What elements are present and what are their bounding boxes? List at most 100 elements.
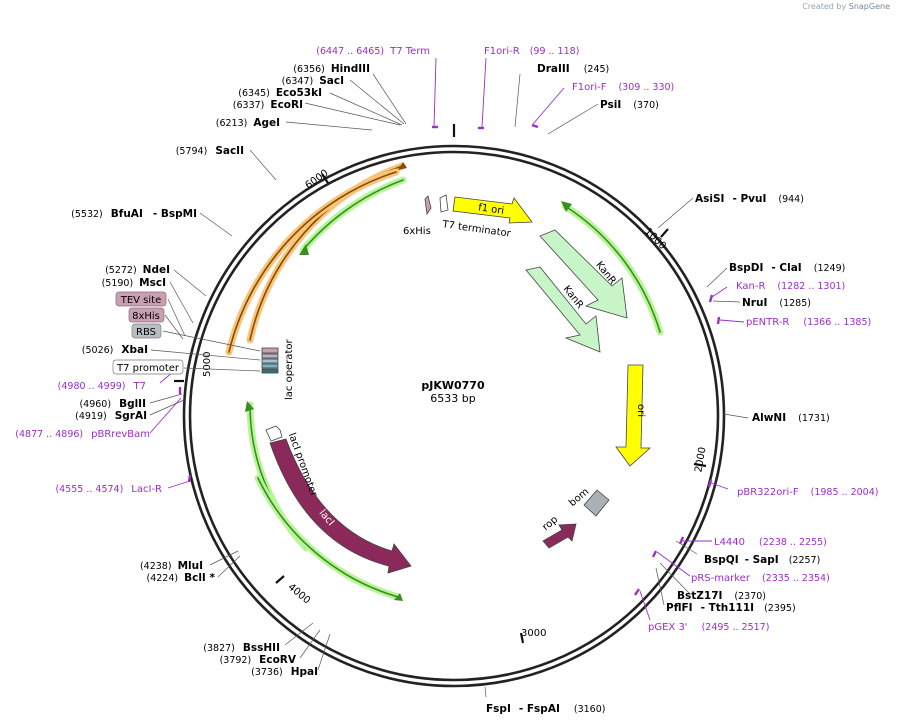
site-draiii-name: DraIII xyxy=(537,63,570,75)
site-bspqi: BspQI- SapI(2257) xyxy=(704,554,820,566)
site-ecori: (6337)EcoRI xyxy=(233,99,303,111)
site-pbr322orif-name: pBR322ori-F xyxy=(737,487,799,498)
site-ecorv-name: EcoRV xyxy=(259,654,297,666)
site-saci-name: SacI xyxy=(319,75,344,87)
site-kanr-coord: (1282 .. 1301) xyxy=(777,281,845,292)
site-bspdi-name2: ClaI xyxy=(779,262,801,274)
site-agei-coord: (6213) xyxy=(216,118,248,129)
feature-6xhis xyxy=(424,195,432,216)
site-sacii-name: SacII xyxy=(215,145,244,157)
site-nrui-name: NruI xyxy=(742,297,767,309)
site-bfuai-coord: (5532) xyxy=(71,209,103,220)
site-hpai-coord: (3736) xyxy=(251,667,283,678)
site-labels: (6447 .. 6465)T7 Term F1ori-R(99 .. 118)… xyxy=(15,46,878,715)
site-hpai: (3736)HpaI xyxy=(251,666,318,678)
feature-bom xyxy=(583,489,610,517)
site-ecori-name: EcoRI xyxy=(270,99,303,111)
tag-t7-promoter xyxy=(112,359,184,375)
site-mlui-coord: (4238) xyxy=(140,561,172,572)
site-f1orir-name: F1ori-R xyxy=(484,46,520,57)
site-bfuai-name: BfuAI xyxy=(111,208,143,220)
site-psii-coord: (370) xyxy=(633,100,659,111)
site-bsshii: (3827)BssHII xyxy=(203,642,280,654)
site-agei: (6213)AgeI xyxy=(216,117,280,129)
site-bfuai-name2: BspMI xyxy=(161,208,197,220)
site-msci-name: MscI xyxy=(139,277,166,289)
site-ndei: (5272)NdeI xyxy=(105,264,170,276)
credit-prefix: Created by xyxy=(802,2,847,11)
site-xbai: (5026)XbaI xyxy=(82,344,148,356)
site-pflfi-name2: Tth111I xyxy=(709,602,754,614)
site-bglii: (4960)BglII xyxy=(79,398,146,410)
label-ori: ori xyxy=(635,404,646,417)
site-psii-name: PsiI xyxy=(600,99,621,111)
site-bstz17i-name: BstZ17I xyxy=(677,590,722,602)
site-t7term: (6447 .. 6465) T7 Term xyxy=(316,46,430,57)
site-fspi-name2: FspAI xyxy=(527,703,560,715)
site-f1orif-name: F1ori-F xyxy=(572,82,607,93)
site-bspdi: BspDI- ClaI(1249) xyxy=(729,262,845,274)
site-sgrai: (4919)SgrAI xyxy=(75,410,147,422)
site-alwni-coord: (1731) xyxy=(798,413,830,424)
primer-marks xyxy=(178,123,721,596)
site-asisi-coord: (944) xyxy=(778,194,804,205)
site-fspi-name: FspI xyxy=(486,703,511,715)
site-t7term-name: T7 Term xyxy=(389,46,430,57)
site-pentrr-name: pENTR-R xyxy=(746,317,789,328)
site-hindiii-coord: (6356) xyxy=(293,64,325,75)
site-asisi: AsiSI- PvuI(944) xyxy=(695,193,804,205)
tag-8xhis xyxy=(128,307,165,323)
site-l4440: L4440(2238 .. 2255) xyxy=(714,537,827,548)
site-eco53ki-name: Eco53kI xyxy=(276,87,322,99)
site-hindiii: (6356) HindIII xyxy=(293,63,370,75)
leader-lines xyxy=(149,73,749,698)
label-f1-ori: f1 ori xyxy=(477,202,504,217)
site-pflfi-name: PflFI xyxy=(666,602,693,614)
site-saci: (6347)SacI xyxy=(282,75,344,87)
site-lacir: (4555 .. 4574)LacI-R xyxy=(55,484,162,495)
site-sacii-coord: (5794) xyxy=(176,146,208,157)
site-pflfi-coord: (2395) xyxy=(764,603,796,614)
tag-8xhis-label: 8xHis xyxy=(132,311,160,322)
tag-tev-label: TEV site xyxy=(120,295,162,306)
site-eco53ki: (6345)Eco53kI xyxy=(238,87,322,99)
site-nrui-coord: (1285) xyxy=(779,298,811,309)
site-draiii-coord: (245) xyxy=(584,64,610,75)
site-psii: PsiI (370) xyxy=(600,99,659,111)
site-bsshii-name: BssHII xyxy=(243,642,280,654)
site-msci-coord: (5190) xyxy=(102,278,134,289)
site-msci: (5190) MscI xyxy=(102,277,166,289)
tick-2000: 2000 xyxy=(693,446,708,473)
site-f1orif-coord: (309 .. 330) xyxy=(618,82,674,93)
site-prsmarker-name: pRS-marker xyxy=(691,573,751,584)
site-t7: (4980 .. 4999)T7 xyxy=(58,381,146,392)
site-bspqi-name2: SapI xyxy=(753,554,779,566)
site-sgrai-name: SgrAI xyxy=(115,410,147,422)
site-pgex3-coord: (2495 .. 2517) xyxy=(702,622,770,633)
plasmid-size: 6533 bp xyxy=(430,392,475,405)
orf-arrows xyxy=(225,162,664,601)
site-l4440-name: L4440 xyxy=(714,537,745,548)
feature-ori xyxy=(615,364,652,467)
site-t7term-coord: (6447 .. 6465) xyxy=(316,46,384,57)
site-hindiii-name: HindIII xyxy=(331,63,370,75)
tag-rbs-label: RBS xyxy=(136,327,156,338)
site-ndei-coord: (5272) xyxy=(105,265,137,276)
site-draiii: DraIII (245) xyxy=(537,63,609,75)
tag-tev-site xyxy=(115,291,167,307)
site-prsmarker: pRS-marker (2335 .. 2354) xyxy=(691,573,830,584)
snapgene-credit: Created by SnapGene xyxy=(802,2,890,11)
site-lacir-coord: (4555 .. 4574) xyxy=(55,484,123,495)
site-bglii-name: BglII xyxy=(119,398,146,410)
label-6xhis: 6xHis xyxy=(403,226,431,237)
feature-labels: f1 ori KanR KanR ori bom rop lacI lacI p… xyxy=(284,202,646,533)
site-t7-name: T7 xyxy=(133,381,146,392)
site-mlui-name: MluI xyxy=(178,560,203,572)
site-bspqi-name: BspQI xyxy=(704,554,739,566)
site-pbrrevbam-name: pBRrevBam xyxy=(91,429,150,440)
site-bfuai: (5532)BfuAI- BspMI xyxy=(71,208,197,220)
site-sacii: (5794) SacII xyxy=(176,145,244,157)
tick-5000: 5000 xyxy=(202,352,213,377)
site-prsmarker-coord: (2335 .. 2354) xyxy=(762,573,830,584)
